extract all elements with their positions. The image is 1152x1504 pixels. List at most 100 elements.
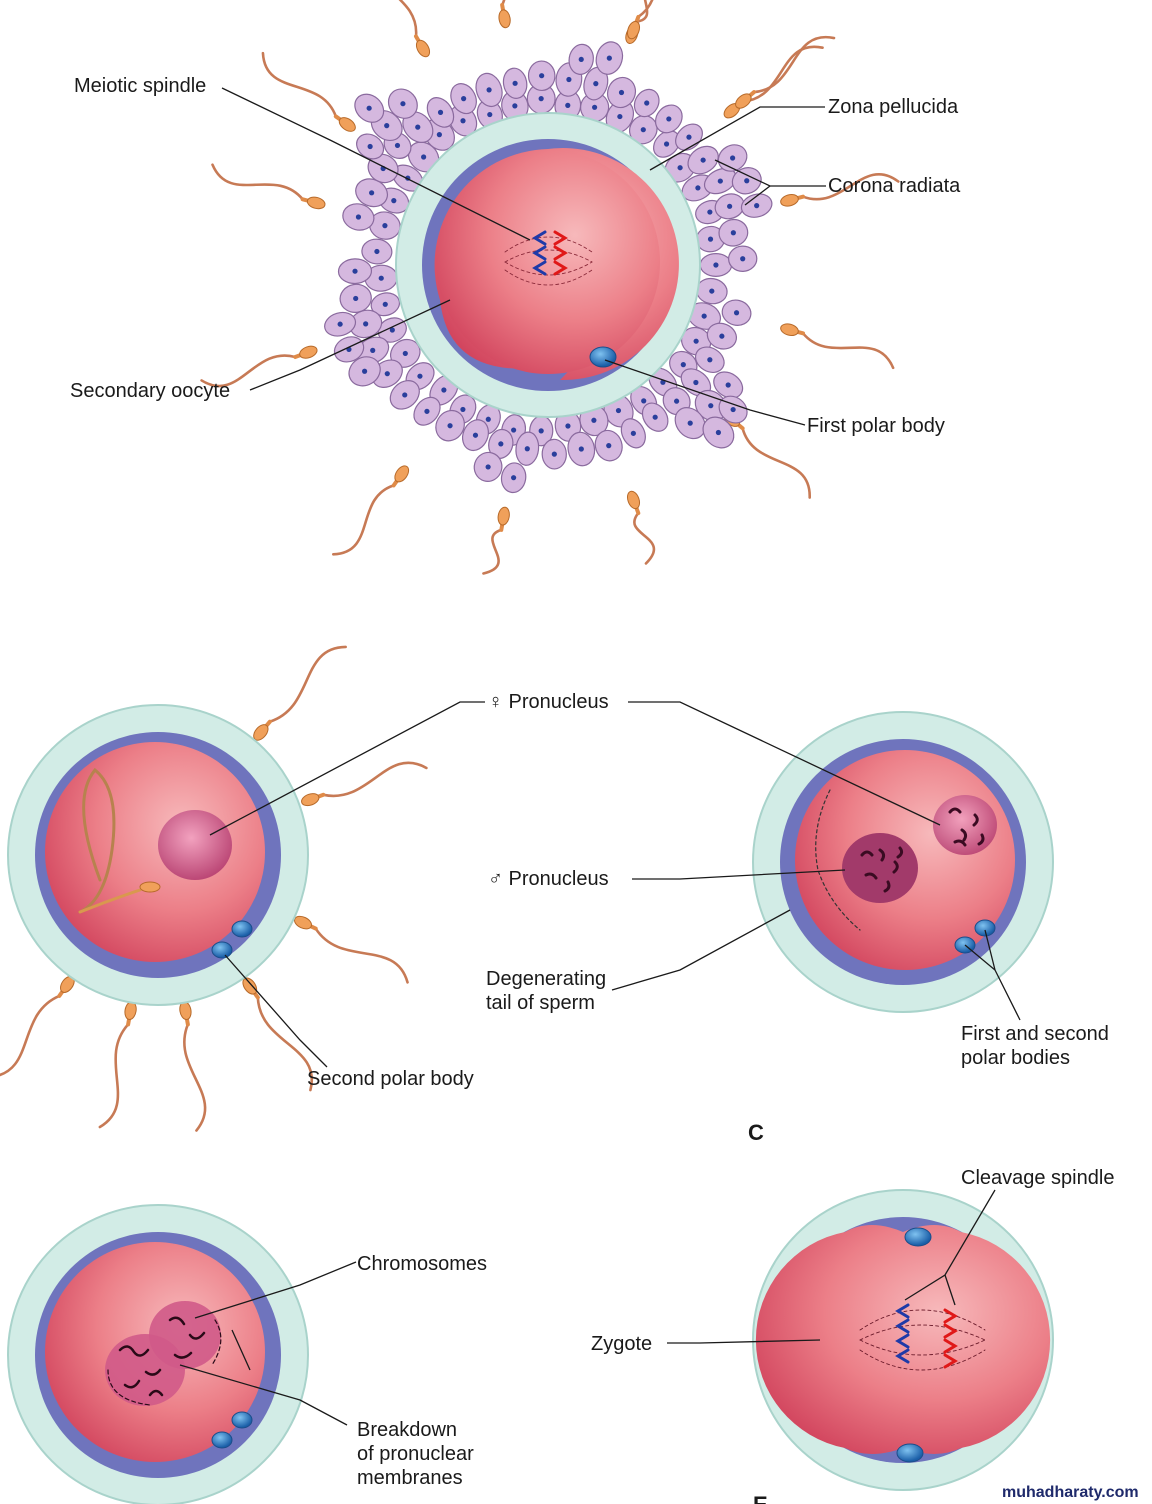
- label-first-second-polar-2: polar bodies: [961, 1047, 1070, 1069]
- leader-first-second-polar-b: [984, 929, 996, 971]
- leader-zygote: [667, 1339, 821, 1344]
- corona-cell: [339, 283, 372, 313]
- corona-radiata-cells: [324, 41, 773, 494]
- corona-cell: [718, 218, 749, 247]
- label-breakdown-1: Breakdown: [357, 1419, 457, 1441]
- label-secondary-oocyte: Secondary oocyte: [70, 380, 230, 402]
- chromosomes: [118, 1316, 206, 1397]
- polar-body-top: [904, 1227, 932, 1247]
- oocyte-membrane-breakdown: [7, 1204, 309, 1504]
- cleavage-spindle: [859, 1303, 986, 1371]
- corona-cell: [731, 167, 762, 195]
- label-first-second-polar-1: First and second: [961, 1023, 1109, 1045]
- corona-cell: [721, 299, 752, 326]
- corona-cell: [653, 130, 681, 158]
- leader-breakdown-b: [231, 1329, 251, 1371]
- watermark: muhadharaty.com: [1002, 1484, 1139, 1501]
- male-pronucleus: [842, 833, 918, 903]
- leader-meiotic-spindle: [221, 87, 531, 241]
- corona-cell: [654, 104, 683, 134]
- polar-body-bottom: [896, 1443, 924, 1463]
- label-breakdown-2: of pronuclear: [357, 1443, 474, 1465]
- corona-cell: [361, 238, 393, 265]
- sperm: [294, 915, 409, 984]
- sperm: [398, 0, 431, 58]
- corona-cell: [324, 311, 357, 337]
- first-polar-body: [589, 346, 617, 368]
- label-corona-radiata: Corona radiata: [828, 175, 961, 197]
- corona-cell: [435, 409, 465, 442]
- corona-cell: [426, 97, 455, 128]
- oocyte-pronuclei: [752, 711, 1054, 1013]
- oocyte-cytoplasm: [45, 742, 265, 962]
- merging-pronucleus-right: [149, 1301, 221, 1369]
- label-female-pronucleus: ♀ Pronucleus: [488, 691, 609, 713]
- label-male-pronucleus: ♂ Pronucleus: [488, 868, 609, 890]
- second-polar-body: [974, 919, 996, 937]
- sperm: [723, 45, 824, 119]
- corona-cell: [461, 419, 489, 452]
- corona-cell: [728, 245, 758, 272]
- label-zygote: Zygote: [591, 1333, 652, 1355]
- corona-cell: [354, 93, 385, 123]
- corona-cell: [515, 431, 540, 466]
- sperm: [200, 345, 318, 388]
- sperm: [179, 1001, 207, 1132]
- polar-body: [211, 941, 233, 959]
- corona-cell: [713, 371, 744, 399]
- label-degenerating-tail-1: Degenerating: [486, 968, 606, 990]
- leader-lines: [179, 87, 1021, 1426]
- leader-corona-radiata-b: [744, 185, 771, 206]
- label-first-polar-body: First polar body: [807, 415, 945, 437]
- label-cleavage-spindle: Cleavage spindle: [961, 1167, 1114, 1189]
- leader-second-polar-body: [224, 954, 328, 1068]
- sperm: [211, 163, 326, 210]
- polar-body: [231, 1411, 253, 1429]
- leader-first-polar-body: [604, 359, 806, 426]
- label-degenerating-tail-2: tail of sperm: [486, 992, 595, 1014]
- sperm: [626, 490, 656, 565]
- corona-cell: [583, 66, 609, 101]
- label-zona-pellucida: Zona pellucida: [828, 96, 959, 118]
- meiotic-spindle: [504, 230, 593, 286]
- sperm: [780, 323, 895, 370]
- sperm: [626, 0, 654, 40]
- corona-cell: [500, 462, 527, 494]
- corona-cell: [342, 203, 375, 231]
- oocyte-secondary: [395, 112, 701, 418]
- corona-cell: [450, 83, 477, 115]
- corona-cell: [370, 292, 401, 317]
- sperm: [780, 173, 900, 207]
- sperm: [301, 761, 428, 807]
- sperm: [0, 975, 75, 1077]
- corona-cell: [674, 407, 706, 440]
- corona-cell: [389, 380, 420, 410]
- label-breakdown-3: membranes: [357, 1467, 463, 1489]
- corona-cell: [740, 193, 773, 218]
- leader-degenerating-tail: [611, 909, 791, 991]
- sperm: [98, 1001, 137, 1129]
- corona-cell: [694, 346, 725, 374]
- corona-cell: [502, 67, 528, 99]
- corona-cell: [620, 418, 646, 449]
- label-chromosomes: Chromosomes: [357, 1253, 487, 1275]
- label-second-polar-body: Second polar body: [307, 1068, 474, 1090]
- corona-cell: [687, 145, 719, 175]
- female-pronucleus: [158, 810, 232, 880]
- corona-cell: [473, 451, 503, 482]
- leader-breakdown-a: [179, 1364, 348, 1426]
- secondary-oocyte-body: [436, 150, 660, 374]
- second-polar-body: [231, 920, 253, 938]
- sperm-head-inside: [139, 881, 161, 893]
- corona-cell: [348, 356, 381, 387]
- leader-female-pronucleus-left: [209, 701, 485, 836]
- sperm: [261, 51, 356, 132]
- sperm: [498, 0, 511, 29]
- corona-cell: [606, 76, 637, 109]
- corona-cell: [413, 396, 441, 426]
- leader-female-pronucleus-right: [628, 701, 941, 826]
- corona-cell: [567, 431, 596, 467]
- corona-cell: [594, 429, 623, 462]
- sperm: [482, 506, 510, 575]
